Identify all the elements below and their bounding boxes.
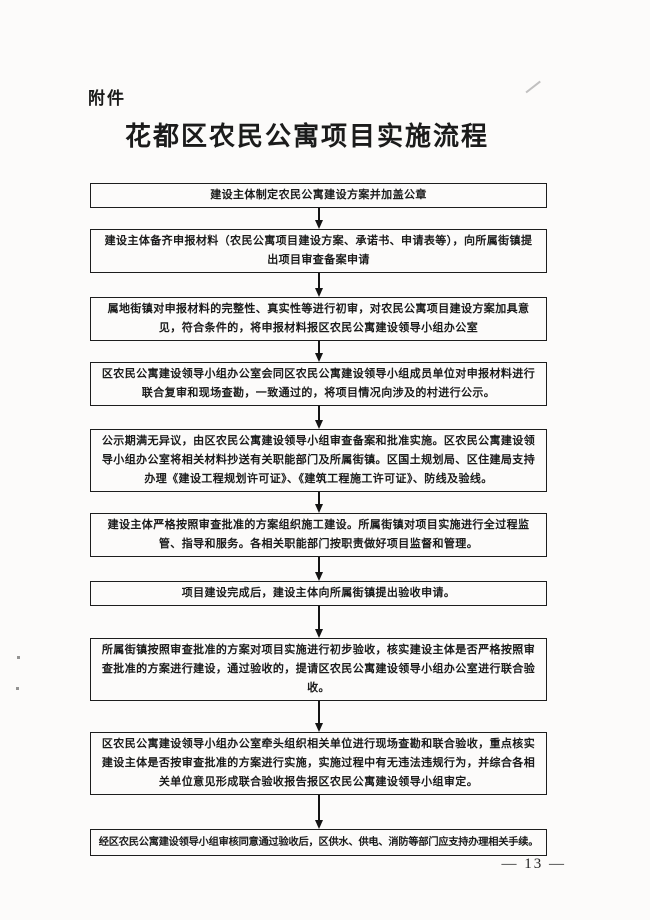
arrow-head — [314, 353, 323, 362]
arrow-head — [314, 820, 323, 829]
flow-step-5: 公示期满无异议，由区农民公寓建设领导小组审查备案和批准实施。区农民公寓建设领导小… — [90, 429, 547, 492]
arrow-line — [317, 795, 320, 820]
down-arrow-icon — [90, 406, 547, 429]
arrow-head — [314, 420, 323, 429]
arrow-line — [317, 557, 320, 572]
arrow-head — [314, 504, 323, 513]
arrow-line — [317, 341, 320, 353]
flow-step-1: 建设主体制定农民公寓建设方案并加盖公章 — [90, 183, 547, 208]
arrow-head — [314, 572, 323, 581]
arrow-line — [317, 701, 320, 723]
down-arrow-icon — [90, 606, 547, 638]
attachment-label: 附件 — [88, 89, 126, 108]
down-arrow-icon — [90, 795, 547, 829]
arrow-head — [314, 629, 323, 638]
flow-step-6: 建设主体严格按照审查批准的方案组织施工建设。所属街镇对项目实施进行全过程监管、指… — [90, 513, 547, 557]
flow-step-8: 所属街镇按照审查批准的方案对项目实施进行初步验收，核实建设主体是否严格按照审查批… — [90, 638, 547, 701]
down-arrow-icon — [90, 273, 547, 297]
scan-speck — [17, 656, 20, 659]
down-arrow-icon — [90, 341, 547, 362]
arrow-head — [314, 723, 323, 732]
flow-step-4: 区农民公寓建设领导小组办公室会同区农民公寓建设领导小组成员单位对申报材料进行联合… — [90, 362, 547, 406]
flow-step-2: 建设主体备齐申报材料（农民公寓项目建设方案、承诺书、申请表等），向所属街镇提出项… — [90, 229, 547, 273]
flow-step-9: 区农民公寓建设领导小组办公室牵头组织相关单位进行现场查勘和联合验收，重点核实建设… — [90, 732, 547, 795]
flow-step-7: 项目建设完成后，建设主体向所属街镇提出验收申请。 — [90, 581, 547, 606]
scan-smudge — [525, 80, 541, 93]
scan-speck — [16, 687, 19, 690]
page-number: — 13 — — [501, 856, 566, 872]
flow-step-3: 属地街镇对申报材料的完整性、真实性等进行初审，对农民公寓项目建设方案加具意见，符… — [90, 297, 547, 341]
arrow-line — [317, 208, 320, 220]
down-arrow-icon — [90, 492, 547, 513]
arrow-head — [314, 220, 323, 229]
arrow-line — [317, 273, 320, 288]
arrow-line — [317, 406, 320, 420]
page-title: 花都区农民公寓项目实施流程 — [124, 122, 489, 151]
flowchart: 建设主体制定农民公寓建设方案并加盖公章 建设主体备齐申报材料（农民公寓项目建设方… — [90, 183, 547, 856]
down-arrow-icon — [90, 557, 547, 581]
flow-step-10: 经区农民公寓建设领导小组审核同意通过验收后，区供水、供电、消防等部门应支持办理相… — [90, 829, 547, 856]
down-arrow-icon — [90, 701, 547, 732]
arrow-head — [314, 288, 323, 297]
arrow-line — [317, 606, 320, 629]
down-arrow-icon — [90, 208, 547, 229]
arrow-line — [317, 492, 320, 504]
